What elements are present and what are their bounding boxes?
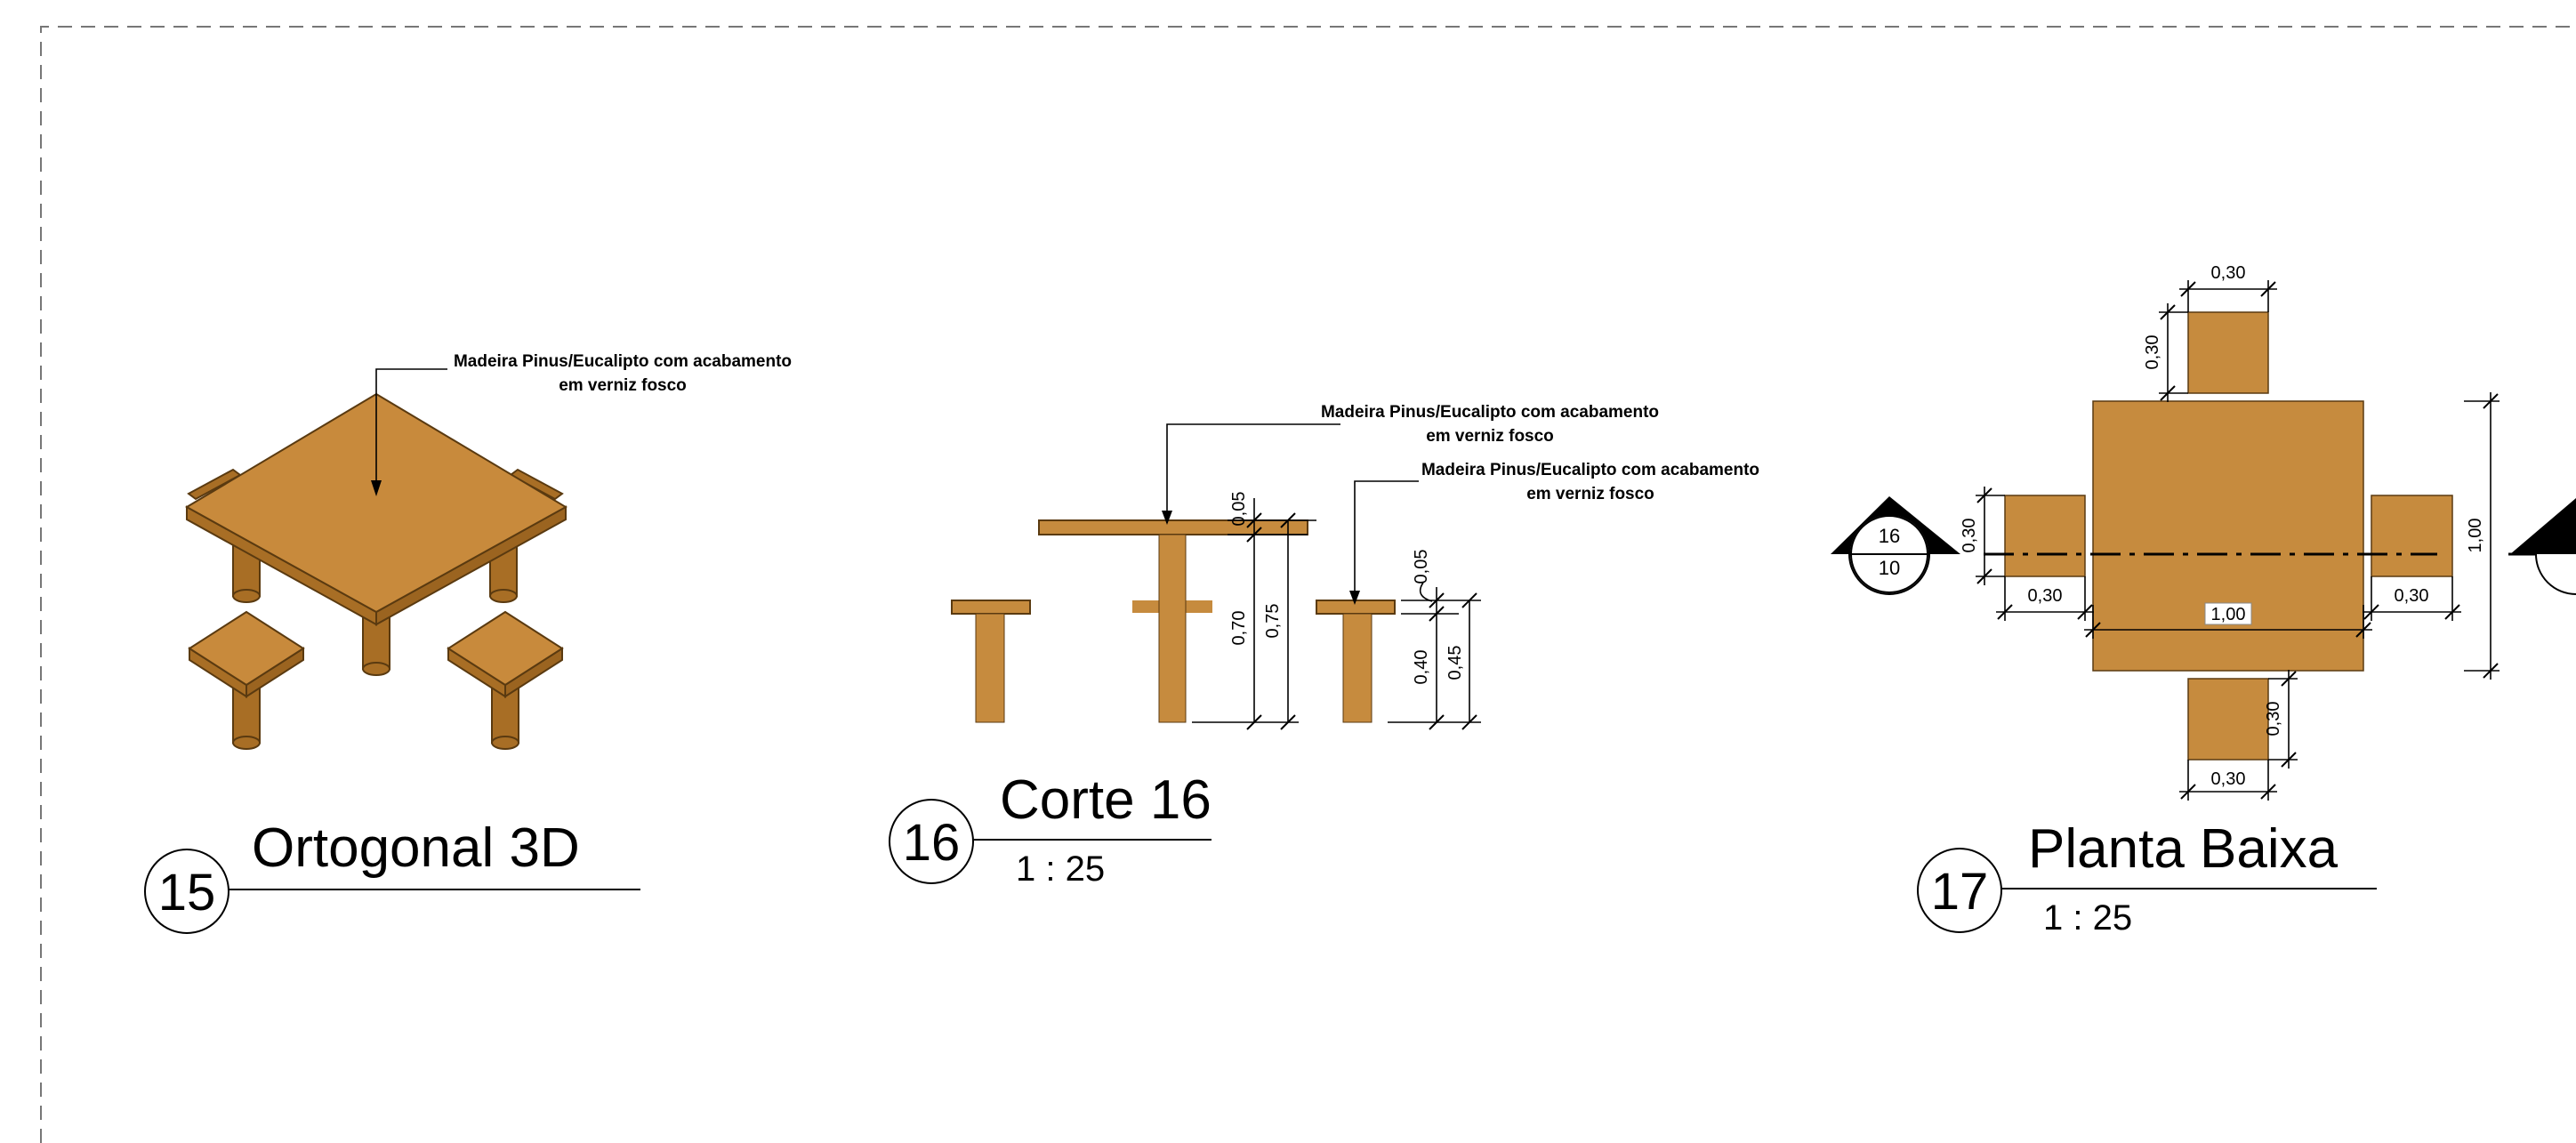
view-number-bubble	[1917, 848, 2002, 933]
section-marker-bottom-number: 10	[1879, 557, 1900, 579]
section-marker-right	[2510, 498, 2576, 595]
dim-table-depth: 1,00	[2466, 519, 2485, 553]
material-note-seat-line1: Madeira Pinus/Eucalipto com acabamento	[1421, 461, 1759, 479]
sheet-border	[40, 26, 2576, 1143]
view-number: 16	[903, 814, 961, 872]
view-number-bubble	[889, 799, 974, 884]
section-stool-left-leg	[975, 613, 1005, 723]
section-table-leg-outline	[1158, 534, 1187, 723]
view-number: 17	[1931, 863, 1989, 921]
table-leg-back-left-foot	[232, 589, 261, 603]
dim-table-height-total: 0,75	[1263, 604, 1283, 639]
material-leader-table	[1166, 423, 1340, 523]
section-table-rail	[1132, 600, 1212, 613]
view-scale: 1 : 25	[1016, 849, 1105, 889]
material-note-3d-line1: Madeira Pinus/Eucalipto com acabamento	[454, 352, 792, 371]
isometric-table-view	[184, 368, 568, 750]
view-title-15: 15 Ortogonal 3D	[144, 817, 640, 934]
dim-table-height-inner: 0,70	[1229, 611, 1249, 646]
plan-stool-top	[2187, 311, 2269, 394]
view-scale: 1 : 25	[2043, 898, 2132, 938]
stool-left-seat	[188, 610, 305, 687]
plan-stool-left	[2004, 495, 2086, 577]
view-title-16: 16 Corte 16 1 : 25	[889, 769, 1212, 889]
table-width-label-bg	[2204, 602, 2252, 625]
dim-tabletop-thickness: 0,05	[1229, 492, 1249, 527]
section-marker-left	[1831, 496, 1960, 595]
dim-stool-top-width: 0,30	[2211, 263, 2246, 283]
stool-right-leg-foot	[491, 736, 519, 750]
view-title: Corte 16	[1000, 769, 1212, 831]
dim-stool-left-depth: 0,30	[1960, 519, 1979, 553]
dim-stool-bottom-depth: 0,30	[2264, 702, 2283, 737]
material-note-3d-line2: em verniz fosco	[559, 376, 687, 395]
material-note-table-line2: em verniz fosco	[1426, 427, 1554, 446]
dim-stool-bottom-width: 0,30	[2211, 769, 2246, 789]
view-title-17: 17 Planta Baixa 1 : 25	[1917, 818, 2377, 938]
dim-seat-thickness: 0,05	[1412, 550, 1431, 584]
table-leg-front-foot	[362, 662, 390, 676]
view-title: Planta Baixa	[2028, 818, 2339, 880]
stool-left-leg-foot	[232, 736, 261, 750]
plan-dimension-lines	[1976, 280, 2500, 801]
dim-seat-height-inner: 0,40	[1412, 650, 1431, 685]
section-stool-left-seat	[951, 600, 1031, 615]
dim-seat-height-total: 0,45	[1445, 646, 1465, 680]
section-view: 0,05 0,70 0,75 0,05 0,40 0,45	[951, 423, 1481, 730]
table-leg-back-right-foot	[489, 589, 518, 603]
section-tabletop	[1038, 519, 1308, 535]
seat-height-dimensions	[1388, 582, 1481, 730]
section-table-leg	[1158, 534, 1187, 723]
plan-view: 16 10	[1831, 263, 2576, 801]
section-stool-right-leg	[1342, 613, 1373, 723]
leader-arrowhead-seat	[1349, 591, 1360, 605]
plan-stool-bottom	[2187, 678, 2269, 761]
dim-stool-top-depth: 0,30	[2143, 335, 2162, 370]
material-leader-3d	[375, 368, 447, 494]
plan-table	[2092, 400, 2364, 672]
tabletop-top-face	[184, 392, 568, 614]
plan-stool-right	[2371, 495, 2453, 577]
dim-stool-right-width: 0,30	[2395, 586, 2429, 606]
leader-arrowhead-table	[1162, 511, 1172, 525]
view-number: 15	[158, 864, 216, 922]
stool-right-seat	[447, 610, 564, 687]
view-number-bubble	[144, 849, 229, 934]
material-note-seat-line2: em verniz fosco	[1526, 485, 1654, 503]
leader-arrowhead-3d	[371, 480, 382, 496]
dim-table-width: 1,00	[2211, 605, 2246, 624]
section-marker-top-number: 16	[1879, 525, 1900, 547]
material-leader-seat	[1354, 480, 1419, 603]
dim-stool-left-width: 0,30	[2028, 586, 2063, 606]
material-note-table-line1: Madeira Pinus/Eucalipto com acabamento	[1321, 403, 1659, 422]
table-height-dimensions	[1192, 498, 1316, 730]
view-title: Ortogonal 3D	[252, 817, 580, 879]
